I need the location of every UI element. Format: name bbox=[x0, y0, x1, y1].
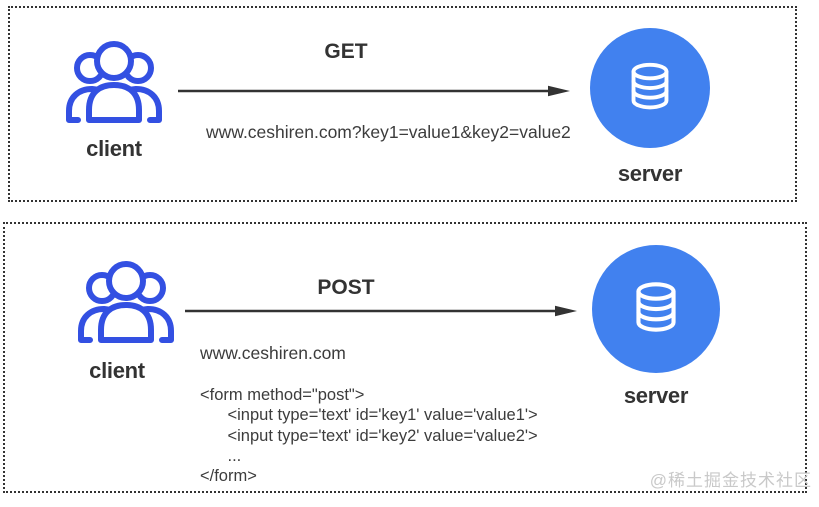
client-label: client bbox=[89, 358, 145, 383]
get-panel: client GET www.ceshiren.com?key1=value1&… bbox=[8, 6, 797, 202]
client-users-icon bbox=[66, 41, 162, 123]
code-line: ... bbox=[200, 446, 242, 465]
server-label: server bbox=[617, 161, 683, 186]
post-form-code: <form method="post"> <input type='text' … bbox=[200, 385, 538, 486]
method-label-get: GET bbox=[324, 40, 368, 63]
client-label: client bbox=[86, 136, 142, 161]
code-line: <input type='text' id='key2' value='valu… bbox=[200, 426, 538, 445]
get-request-url: www.ceshiren.com?key1=value1&key2=value2 bbox=[206, 122, 571, 142]
server-circle-badge bbox=[592, 245, 720, 373]
watermark-text: @稀土掘金技术社区 bbox=[649, 471, 812, 490]
server-label: server bbox=[623, 383, 689, 408]
code-line: <input type='text' id='key1' value='valu… bbox=[200, 406, 538, 425]
code-line: </form> bbox=[200, 467, 257, 486]
post-panel: client POST www.ceshiren.com <form metho… bbox=[3, 222, 807, 493]
request-arrow-icon bbox=[185, 305, 577, 317]
post-request-url: www.ceshiren.com bbox=[200, 343, 346, 363]
database-icon bbox=[631, 62, 669, 110]
method-label-post: POST bbox=[317, 276, 375, 299]
client-users-icon bbox=[78, 261, 174, 343]
request-arrow-icon bbox=[178, 85, 570, 97]
database-icon bbox=[636, 282, 676, 332]
server-circle-badge bbox=[590, 28, 710, 148]
code-line: <form method="post"> bbox=[200, 386, 365, 404]
